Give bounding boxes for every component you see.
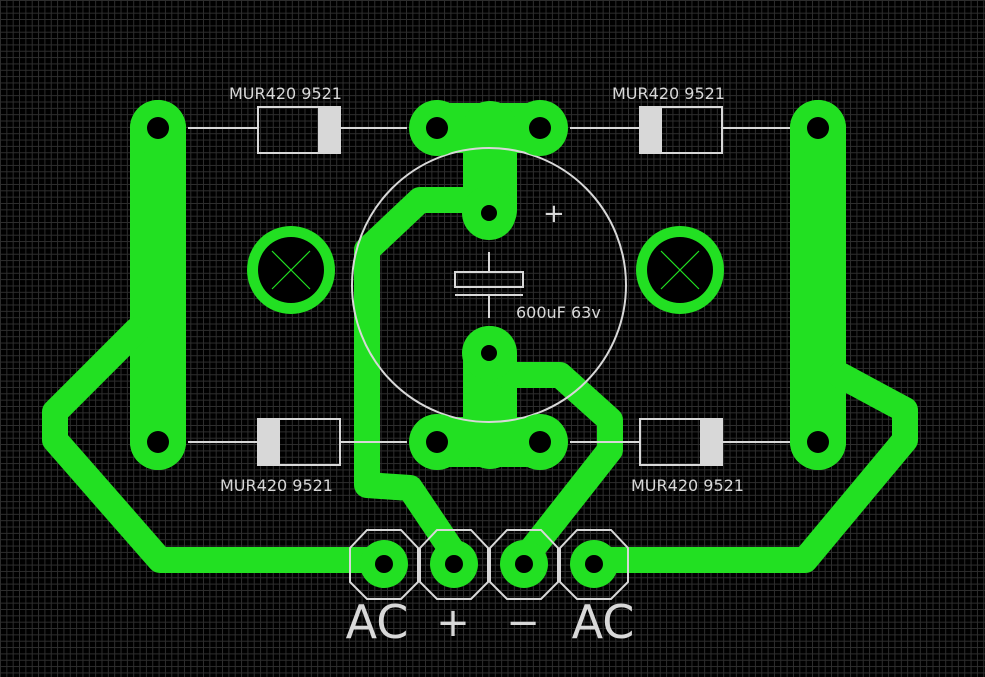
capacitor-symbol-lines bbox=[455, 252, 523, 318]
diode-cathode-band bbox=[318, 108, 339, 152]
label-ac-left: AC bbox=[346, 595, 409, 649]
copper-traces bbox=[42, 100, 918, 573]
diode-bottom-left[interactable]: MUR420 9521 bbox=[188, 418, 407, 495]
diode-body bbox=[639, 418, 723, 466]
diode-top-right[interactable]: MUR420 9521 bbox=[570, 84, 790, 154]
connector-pin-4[interactable] bbox=[559, 529, 629, 600]
pad-capacitor-minus[interactable] bbox=[462, 326, 516, 380]
pad-d4-anode[interactable] bbox=[512, 414, 568, 470]
connector-pin-2[interactable] bbox=[419, 529, 489, 600]
capacitor-outline bbox=[351, 147, 627, 423]
mounting-hole-left bbox=[247, 226, 335, 314]
pad-d1-cathode[interactable] bbox=[409, 100, 465, 156]
trace-negative-output bbox=[492, 362, 623, 571]
trace-left-ac-outer bbox=[42, 317, 398, 573]
connector-labels: AC + − AC bbox=[346, 595, 635, 649]
diode-label: MUR420 9521 bbox=[631, 476, 744, 495]
pad-d3-anode[interactable] bbox=[409, 414, 465, 470]
diode-body bbox=[639, 106, 723, 154]
capacitor-value-label: 600uF 63v bbox=[516, 303, 601, 322]
diode-body bbox=[257, 106, 341, 154]
label-minus: − bbox=[506, 600, 540, 646]
pad-d2-cathode[interactable] bbox=[512, 100, 568, 156]
diode-body bbox=[257, 418, 341, 466]
pad-capacitor-plus[interactable] bbox=[462, 186, 516, 240]
capacitor[interactable]: + 600uF 63v bbox=[351, 147, 627, 423]
pad-d3-cathode[interactable] bbox=[130, 414, 186, 470]
diode-label: MUR420 9521 bbox=[612, 84, 725, 103]
diode-cathode-band bbox=[259, 420, 280, 464]
connector-header[interactable] bbox=[349, 529, 629, 600]
diode-pads bbox=[130, 100, 846, 470]
pad-d4-cathode[interactable] bbox=[790, 414, 846, 470]
trace-positive-output bbox=[354, 187, 485, 568]
mounting-hole-right bbox=[636, 226, 724, 314]
capacitor-symbol-plate bbox=[454, 271, 524, 288]
connector-pin-1[interactable] bbox=[349, 529, 419, 600]
trace-right-ac-outer bbox=[577, 362, 918, 573]
pad-d1-anode[interactable] bbox=[130, 100, 186, 156]
pad-d2-anode[interactable] bbox=[790, 100, 846, 156]
capacitor-polarity-mark: + bbox=[543, 199, 565, 229]
label-plus: + bbox=[436, 600, 470, 646]
connector-pin-3[interactable] bbox=[489, 529, 559, 600]
diode-label: MUR420 9521 bbox=[229, 84, 342, 103]
diode-cathode-band bbox=[641, 108, 662, 152]
diode-label: MUR420 9521 bbox=[220, 476, 333, 495]
diode-cathode-band bbox=[700, 420, 721, 464]
diode-top-left[interactable]: MUR420 9521 bbox=[188, 84, 407, 154]
label-ac-right: AC bbox=[572, 595, 635, 649]
diode-bottom-right[interactable]: MUR420 9521 bbox=[570, 418, 790, 495]
